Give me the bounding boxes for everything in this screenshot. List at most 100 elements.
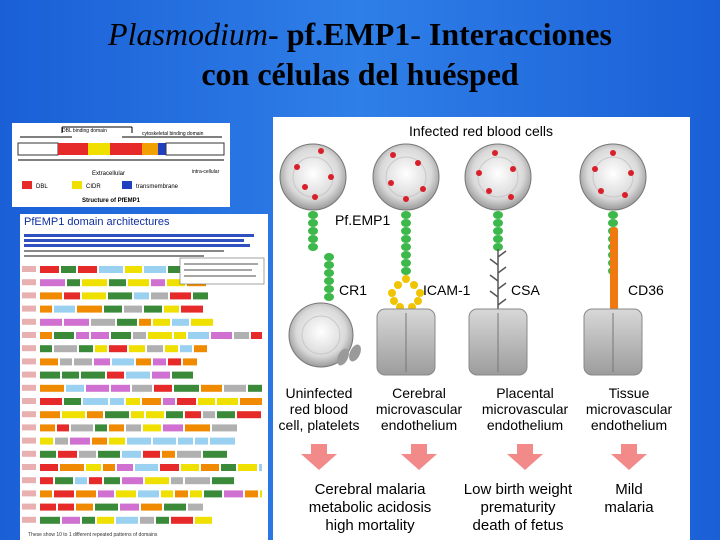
arch-domain-block (240, 398, 262, 405)
arch-domain-block (120, 504, 139, 511)
arch-domain-block (40, 319, 62, 326)
arch-domain-block (82, 517, 95, 524)
arch-domain-block (116, 490, 136, 497)
arch-domain-block (40, 451, 56, 458)
arch-domain-block (92, 438, 107, 445)
arch-domain-block (78, 266, 97, 273)
arch-domain-block (60, 358, 72, 365)
arch-domain-block (188, 332, 209, 339)
arch-domain-block (116, 517, 138, 524)
arch-domain-block (40, 385, 64, 392)
arch-domain-block (124, 306, 142, 313)
receptor-cr1: CR1 (339, 282, 367, 298)
arch-domain-block (195, 517, 212, 524)
arch-domain-block (82, 292, 106, 299)
arrow-2 (401, 444, 437, 470)
arch-domain-block (195, 438, 208, 445)
arch-row-tag (22, 266, 36, 272)
arch-domain-block (54, 306, 75, 313)
arch-domain-block (54, 332, 74, 339)
arch-domain-block (91, 332, 109, 339)
target-3-line3: endothelium (487, 417, 563, 433)
arch-domain-block (70, 438, 90, 445)
arch-domain-block (177, 398, 196, 405)
arch-domain-block (62, 372, 79, 379)
pfemp1-chain-1 (308, 211, 318, 251)
arch-domain-block (62, 517, 80, 524)
arch-domain-block (160, 464, 179, 471)
legend-tm: transmembrane (136, 184, 179, 190)
pfemp1-chain-3 (493, 211, 503, 251)
arch-domain-block (217, 398, 238, 405)
arch-domain-block (109, 345, 127, 352)
architecture-rows (20, 214, 268, 540)
outcome-1-line2: metabolic acidosis (309, 499, 432, 516)
arch-domain-block (141, 504, 162, 511)
arch-domain-block (62, 411, 85, 418)
arch-domain-block (188, 504, 203, 511)
arch-domain-block (185, 477, 210, 484)
arch-domain-block (40, 477, 53, 484)
arch-domain-block (79, 345, 93, 352)
arch-domain-block (57, 424, 69, 431)
arch-domain-block (185, 424, 210, 431)
arch-domain-block (143, 451, 160, 458)
arch-row-tag (22, 279, 36, 285)
arch-domain-block (224, 490, 243, 497)
arch-domain-block (138, 490, 159, 497)
arch-row-tag (22, 504, 36, 510)
arch-domain-block (180, 345, 192, 352)
arch-domain-block (181, 306, 203, 313)
endothelium-cerebral (377, 309, 435, 375)
title-line2: con células del huésped (201, 56, 518, 92)
arch-domain-block (134, 292, 149, 299)
arch-domain-block (174, 385, 199, 392)
arch-domain-block (212, 477, 234, 484)
arch-domain-block (224, 385, 246, 392)
arch-domain-block (40, 490, 52, 497)
cd36-receptor (610, 227, 618, 317)
arch-domain-block (139, 319, 151, 326)
arch-domain-block (148, 332, 172, 339)
arch-domain-block (234, 332, 249, 339)
arch-domain-block (185, 411, 201, 418)
domain-bar (18, 143, 224, 160)
infected-rbc-4 (580, 144, 646, 210)
infected-rbc-3 (465, 144, 531, 210)
arch-domain-block (204, 490, 222, 497)
arch-domain-block (103, 464, 115, 471)
arch-domain-block (143, 424, 161, 431)
infected-rbc-2 (373, 144, 439, 210)
arch-domain-block (122, 451, 141, 458)
arch-domain-block (40, 306, 52, 313)
arch-domain-block (127, 438, 151, 445)
arch-domain-block (76, 490, 96, 497)
arch-domain-block (40, 292, 62, 299)
receptor-cd36: CD36 (628, 282, 664, 298)
arch-domain-block (166, 411, 183, 418)
legend-cidr: CIDR (86, 184, 101, 190)
arch-row-tag (22, 517, 36, 523)
arch-domain-block (194, 345, 207, 352)
arch-domain-block (40, 279, 65, 286)
target-4-line1: Tissue (609, 385, 650, 401)
arch-row-tag (22, 292, 36, 298)
target-4-line2: microvascular (586, 401, 673, 417)
arch-domain-block (133, 332, 146, 339)
arch-domain-block (174, 332, 186, 339)
arch-domain-block (54, 345, 77, 352)
arch-footnote: These show 10 to 1 different repeated pa… (28, 532, 157, 538)
outcome-3-line2: malaria (604, 499, 654, 516)
arch-domain-block (107, 372, 124, 379)
arch-domain-block (125, 266, 142, 273)
arch-domain-block (40, 424, 55, 431)
arch-domain-block (109, 424, 124, 431)
arch-domain-block (81, 372, 105, 379)
arch-domain-block (40, 411, 60, 418)
target-4-line3: endothelium (591, 417, 667, 433)
arch-domain-block (161, 490, 173, 497)
arch-domain-block (95, 345, 107, 352)
outcome-2-line2: prematurity (480, 499, 556, 516)
outcome-2-line1: Low birth weight (464, 481, 573, 498)
arch-domain-block (164, 306, 179, 313)
